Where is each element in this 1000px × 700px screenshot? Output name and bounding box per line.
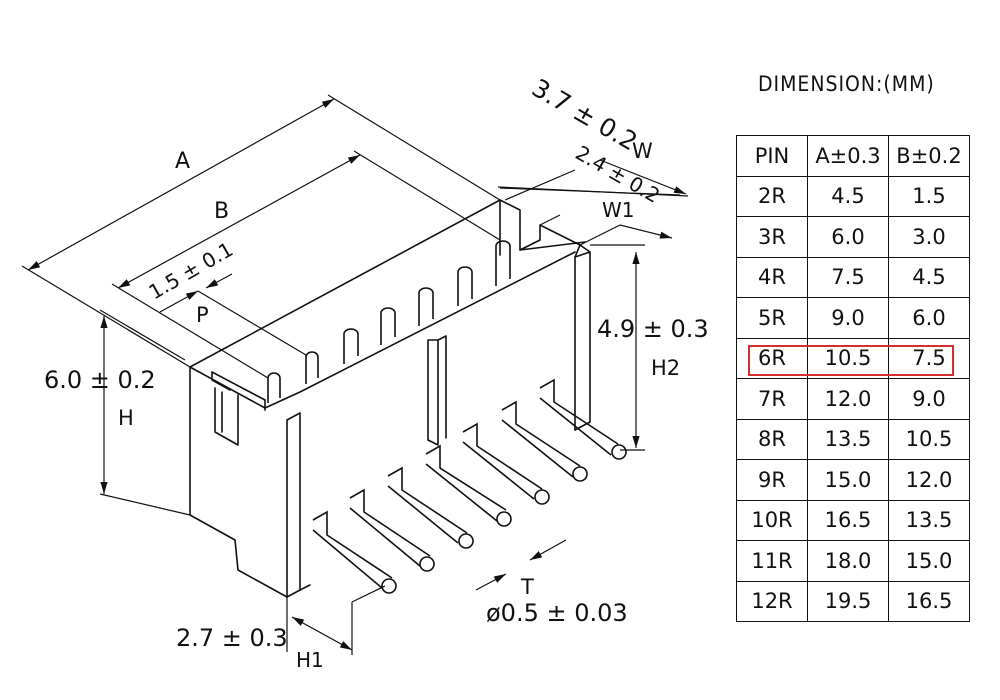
- label-h: H: [118, 406, 134, 430]
- cell-pin: 2R: [736, 175, 808, 217]
- cell-a: 18.0: [807, 540, 889, 582]
- pin-tops: [267, 240, 511, 403]
- header-b: B±0.2: [888, 135, 970, 177]
- header-pin: PIN: [736, 135, 808, 177]
- cell-pin: 3R: [736, 216, 808, 258]
- cell-a: 6.0: [807, 216, 889, 258]
- label-h-value: 6.0 ± 0.2: [44, 366, 156, 394]
- label-w: W: [632, 139, 653, 163]
- cell-a: 9.0: [807, 297, 889, 339]
- cell-pin: 7R: [736, 378, 808, 420]
- cell-b: 9.0: [888, 378, 970, 420]
- cell-a: 19.5: [807, 580, 889, 622]
- pin-tails: [312, 378, 627, 594]
- label-h2-value: 4.9 ± 0.3: [597, 315, 709, 343]
- cell-b: 4.5: [888, 256, 970, 298]
- cell-pin: 4R: [736, 256, 808, 298]
- table-header-row: PIN A±0.3 B±0.2: [736, 135, 970, 177]
- cell-a: 10.5: [807, 337, 889, 379]
- label-t-value: ø0.5 ± 0.03: [486, 599, 628, 627]
- cell-b: 15.0: [888, 540, 970, 582]
- cell-a: 7.5: [807, 256, 889, 298]
- label-t: T: [520, 575, 534, 599]
- label-p-value: 1.5 ± 0.1: [145, 237, 238, 304]
- label-h1: H1: [296, 648, 324, 672]
- cell-pin: 5R: [736, 297, 808, 339]
- table-title: DIMENSION:(MM): [758, 72, 935, 96]
- cell-a: 13.5: [807, 418, 889, 460]
- cell-b: 6.0: [888, 297, 970, 339]
- label-w1: W1: [602, 198, 635, 222]
- cell-b: 1.5: [888, 175, 970, 217]
- cell-b: 12.0: [888, 459, 970, 501]
- label-h2: H2: [651, 356, 680, 380]
- cell-b: 10.5: [888, 418, 970, 460]
- label-p: P: [196, 303, 209, 327]
- cell-a: 16.5: [807, 499, 889, 541]
- cell-b: 13.5: [888, 499, 970, 541]
- cell-a: 4.5: [807, 175, 889, 217]
- label-b: B: [214, 199, 229, 224]
- cell-pin: 10R: [736, 499, 808, 541]
- cell-pin: 9R: [736, 459, 808, 501]
- connector-body: [189, 199, 591, 598]
- dimension-lines: [21, 94, 689, 655]
- header-a: A±0.3: [807, 135, 889, 177]
- cell-a: 15.0: [807, 459, 889, 501]
- label-h1-value: 2.7 ± 0.3: [176, 624, 288, 652]
- cell-b: 16.5: [888, 580, 970, 622]
- cell-pin: 6R: [736, 337, 808, 379]
- cell-pin: 12R: [736, 580, 808, 622]
- cell-b: 7.5: [888, 337, 970, 379]
- cell-pin: 8R: [736, 418, 808, 460]
- cell-b: 3.0: [888, 216, 970, 258]
- label-a: A: [175, 149, 190, 174]
- cell-a: 12.0: [807, 378, 889, 420]
- cell-pin: 11R: [736, 540, 808, 582]
